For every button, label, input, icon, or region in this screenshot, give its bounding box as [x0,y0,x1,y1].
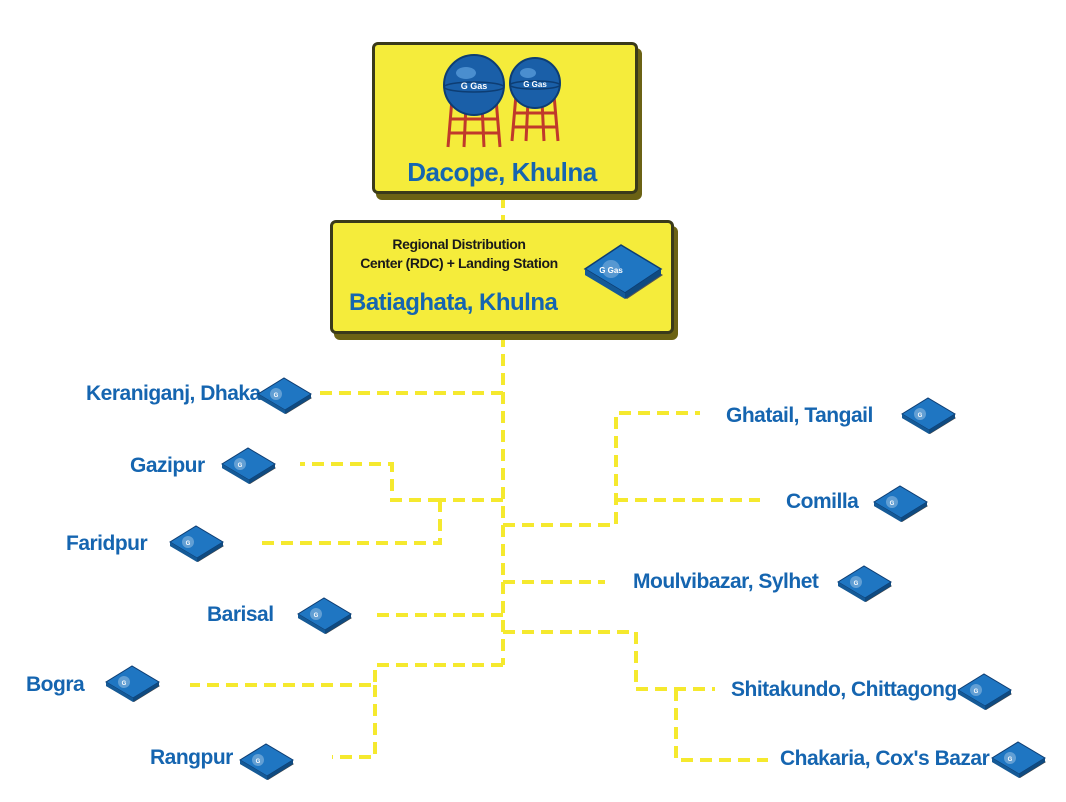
lpg-sphere-tank-icon: G Gas G Gas [443,54,561,148]
distribution-depot-icon: G Gas [583,244,663,299]
rdc-subtitle-line1: Regional Distribution [392,236,526,252]
node-label-shitakundo: Shitakundo, Chittagong [731,678,957,701]
svg-text:G: G [314,613,319,619]
svg-text:G: G [974,689,979,695]
svg-text:G: G [854,581,859,587]
distribution-depot-icon: G [221,447,276,484]
connector-chittagong-coxsbazar [503,630,768,762]
svg-text:G: G [256,759,261,765]
distribution-depot-icon: G [991,741,1046,778]
rdc-box-batiaghata: Regional Distribution Center (RDC) + Lan… [330,220,674,334]
distribution-depot-icon: G [957,673,1012,710]
terminal-box-dacope: G Gas G Gas Dacope, Khulna [372,42,638,194]
svg-text:G: G [1008,757,1013,763]
svg-text:G: G [274,393,279,399]
node-label-rangpur: Rangpur [150,746,233,769]
node-label-barisal: Barisal [207,603,274,626]
svg-text:G: G [918,413,923,419]
distribution-depot-icon: G [873,485,928,522]
node-label-ghatail: Ghatail, Tangail [726,404,873,427]
connector-gazipur-faridpur [258,462,503,545]
distribution-depot-icon: G [169,525,224,562]
svg-text:G: G [122,681,127,687]
distribution-depot-icon: G [105,665,160,702]
tank-logo-text: G Gas [523,80,547,89]
distribution-depot-icon: G [257,377,312,414]
distribution-depot-icon: G [297,597,352,634]
svg-text:G: G [186,541,191,547]
terminal-title: Dacope, Khulna [407,157,597,187]
rdc-subtitle-line2: Center (RDC) + Landing Station [360,255,558,271]
node-label-keraniganj: Keraniganj, Dhaka [86,382,261,405]
node-label-gazipur: Gazipur [130,454,205,477]
rdc-title: Batiaghata, Khulna [349,289,558,316]
node-label-faridpur: Faridpur [66,532,148,555]
rdc-subtitle: Regional Distribution Center (RDC) + Lan… [341,235,577,273]
node-label-moulvibazar: Moulvibazar, Sylhet [633,570,819,593]
connector-ghatail-comilla [503,411,760,527]
tank-logo-text: G Gas [461,81,488,91]
svg-text:G: G [238,463,243,469]
connector-lines [190,196,768,762]
distribution-depot-icon: G [901,397,956,434]
distribution-depot-icon: G [837,565,892,602]
depot-logo-text: G Gas [599,266,623,275]
node-label-comilla: Comilla [786,490,859,513]
node-label-bogra: Bogra [26,673,85,696]
distribution-depot-icon: G [239,743,294,780]
connector-bogra-rangpur [190,663,503,759]
svg-text:G: G [890,501,895,507]
node-label-chakaria: Chakaria, Cox's Bazar [780,747,990,770]
